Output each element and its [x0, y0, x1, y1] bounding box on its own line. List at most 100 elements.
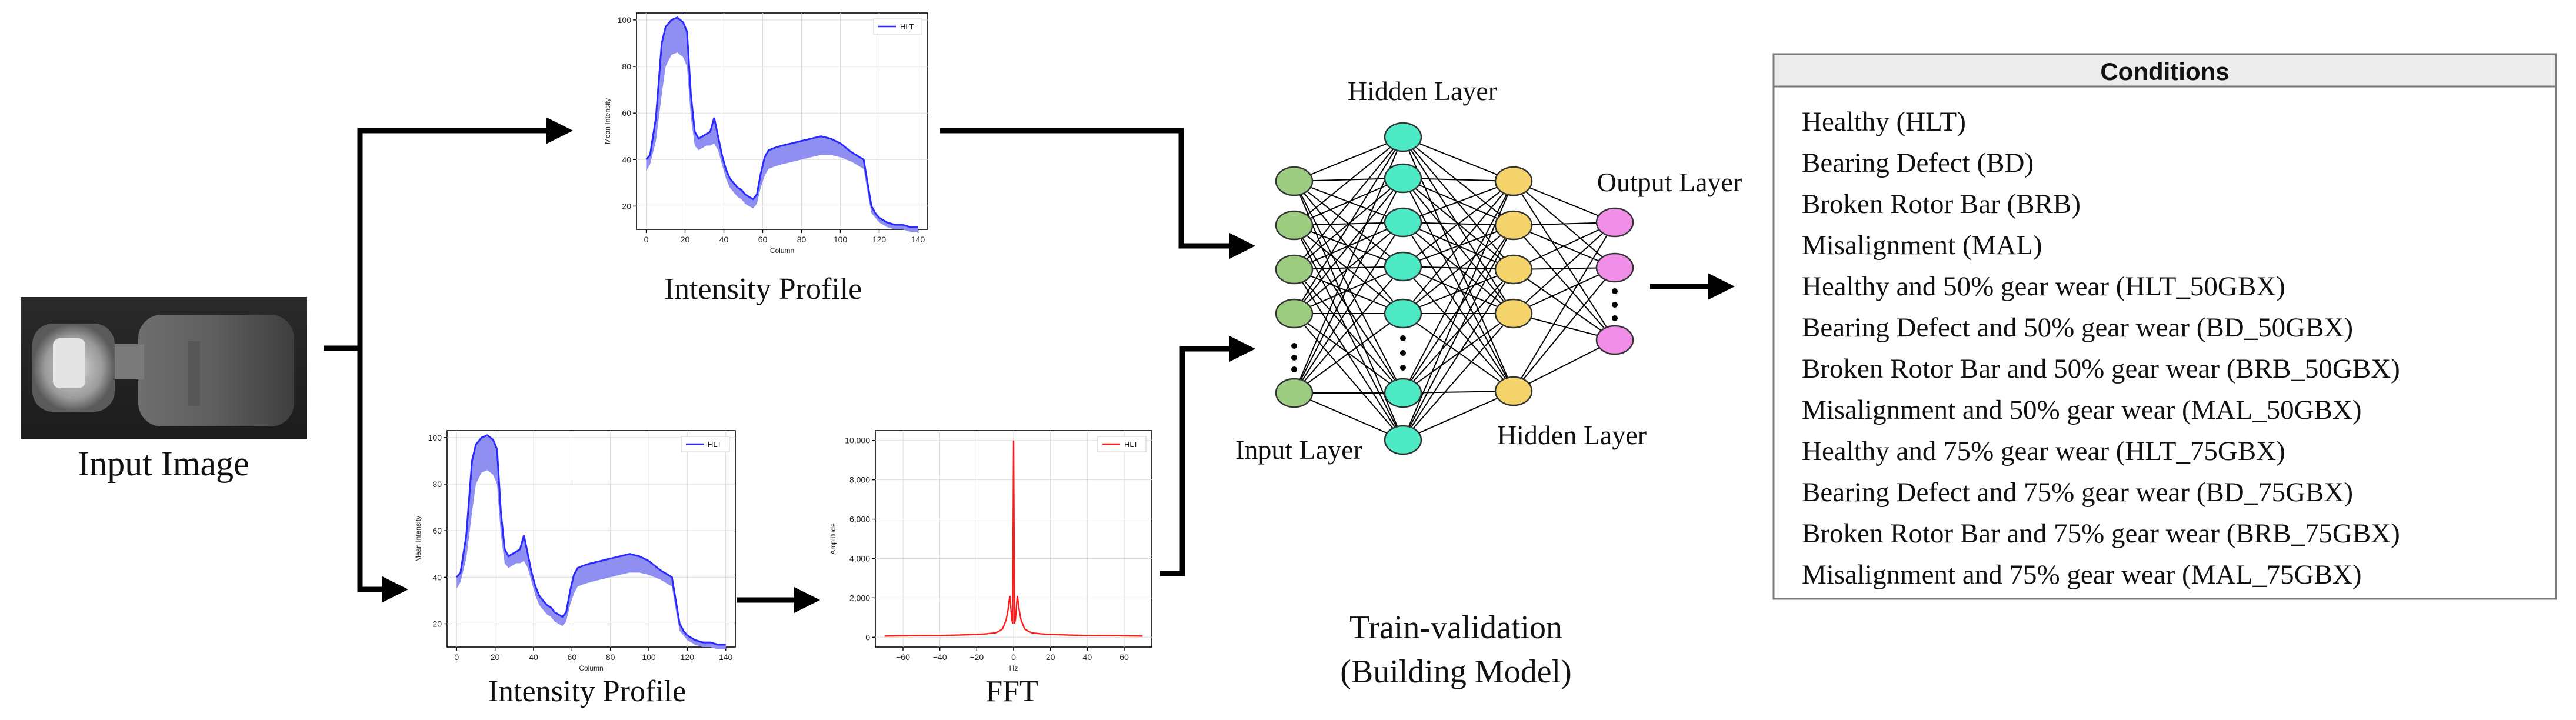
condition-item: Bearing Defect and 75% gear wear (BD_75G… — [1802, 477, 2353, 508]
output-node — [1595, 252, 1634, 283]
nn-edge — [1294, 269, 1404, 314]
arrow-fft-to-nn — [1160, 335, 1255, 576]
x-tick-label: 80 — [606, 652, 615, 662]
x-tick-label: 0 — [644, 235, 649, 244]
nn-edge — [1294, 178, 1404, 394]
series-line — [645, 16, 918, 228]
nn-edge — [1513, 222, 1615, 314]
hidden1-ellipsis-dot — [1400, 335, 1406, 341]
series-line — [884, 440, 1143, 637]
conditions-table: Conditions Healthy (HLT)Bearing Defect (… — [1772, 53, 2557, 600]
condition-item: Healthy and 50% gear wear (HLT_50GBX) — [1802, 271, 2285, 302]
nn-edge — [1294, 136, 1404, 226]
x-tick-label: −60 — [896, 652, 910, 662]
nn-edge — [1294, 225, 1404, 394]
x-tick-label: 20 — [1046, 652, 1055, 662]
input-ellipsis-dot — [1291, 366, 1297, 372]
hidden1-node — [1384, 251, 1422, 282]
y-tick-label: 60 — [622, 108, 631, 118]
hidden1-node — [1384, 207, 1422, 238]
nn-edge — [1294, 225, 1404, 314]
hidden2-node — [1494, 254, 1533, 285]
x-tick-label: 0 — [454, 652, 459, 662]
nn-edge — [1294, 178, 1404, 270]
conditions-header: Conditions — [2100, 58, 2229, 85]
condition-item: Broken Rotor Bar (BRB) — [1802, 189, 2081, 219]
nn-edge — [1402, 266, 1514, 392]
x-tick-label: 60 — [758, 235, 768, 244]
condition-item: Misalignment and 50% gear wear (MAL_50GB… — [1802, 395, 2362, 425]
arrow-to-intensity-top — [357, 117, 573, 348]
nn-connections — [1294, 136, 1615, 441]
series-line — [456, 434, 726, 646]
input-node — [1275, 166, 1314, 196]
nn-edge — [1402, 136, 1514, 270]
nn-edge — [1402, 225, 1514, 267]
y-tick-label: 60 — [432, 526, 442, 535]
output-node — [1595, 207, 1634, 238]
nn-edge — [1402, 136, 1514, 182]
nn-edge — [1402, 313, 1514, 441]
x-tick-label: 60 — [1119, 652, 1129, 662]
nn-edge — [1402, 222, 1514, 392]
x-tick-label: −20 — [969, 652, 984, 662]
nn-edge — [1513, 222, 1615, 392]
hidden-layer-label-bottom: Hidden Layer — [1497, 420, 1647, 450]
hidden2-node — [1494, 166, 1533, 196]
x-tick-label: 60 — [568, 652, 577, 662]
y-tick-label: 100 — [428, 433, 442, 442]
input-node — [1275, 378, 1314, 408]
input-image — [21, 297, 307, 439]
nn-edge — [1294, 269, 1404, 394]
x-tick-label: 0 — [1011, 652, 1016, 662]
y-tick-label: 2,000 — [849, 593, 870, 602]
legend-label: HLT — [708, 440, 722, 449]
y-tick-label: 40 — [432, 572, 442, 582]
arrows — [324, 117, 1735, 614]
condition-item: Healthy (HLT) — [1802, 106, 1966, 137]
x-tick-label: 40 — [719, 235, 729, 244]
y-tick-label: 4,000 — [849, 554, 870, 563]
nn-edge — [1402, 178, 1514, 392]
input-node — [1275, 254, 1314, 285]
nn-nodes — [1275, 122, 1634, 455]
output-ellipsis-dot — [1612, 315, 1618, 321]
fft-label: FFT — [985, 675, 1038, 708]
hidden1-node — [1384, 298, 1422, 329]
hidden1-ellipsis-dot — [1400, 350, 1406, 356]
intensity-profile-label-bottom: Intensity Profile — [488, 675, 687, 708]
hidden-layer-label-top: Hidden Layer — [1348, 76, 1497, 106]
hidden1-node — [1384, 425, 1422, 455]
hidden2-node — [1494, 210, 1533, 241]
x-axis-label: Column — [579, 664, 603, 672]
x-tick-label: 80 — [797, 235, 807, 244]
nn-edge — [1294, 222, 1404, 394]
nn-edge — [1513, 225, 1615, 341]
nn-edge — [1513, 181, 1615, 341]
nn-edge — [1513, 222, 1615, 270]
output-ellipsis-dot — [1612, 288, 1618, 294]
hidden2-node — [1494, 298, 1533, 329]
nn-edge — [1294, 266, 1404, 394]
nn-edge — [1402, 181, 1514, 394]
hidden1-node — [1384, 378, 1422, 408]
nn-edge — [1513, 267, 1615, 314]
nn-edge — [1294, 178, 1404, 314]
series-band — [646, 17, 918, 232]
x-axis-label: Hz — [1009, 664, 1018, 672]
nn-edge — [1294, 136, 1404, 182]
nn-edge — [1294, 222, 1404, 314]
nn-edge — [1294, 313, 1404, 441]
input-ellipsis-dot — [1291, 355, 1297, 361]
nn-edge — [1402, 391, 1514, 441]
nn-edge — [1294, 392, 1404, 441]
nn-edge — [1402, 181, 1514, 267]
output-node — [1595, 325, 1634, 355]
input-node — [1275, 298, 1314, 329]
x-tick-label: 100 — [834, 235, 848, 244]
nn-edge — [1402, 269, 1514, 314]
hidden2-node — [1494, 376, 1533, 406]
hidden1-node — [1384, 163, 1422, 194]
